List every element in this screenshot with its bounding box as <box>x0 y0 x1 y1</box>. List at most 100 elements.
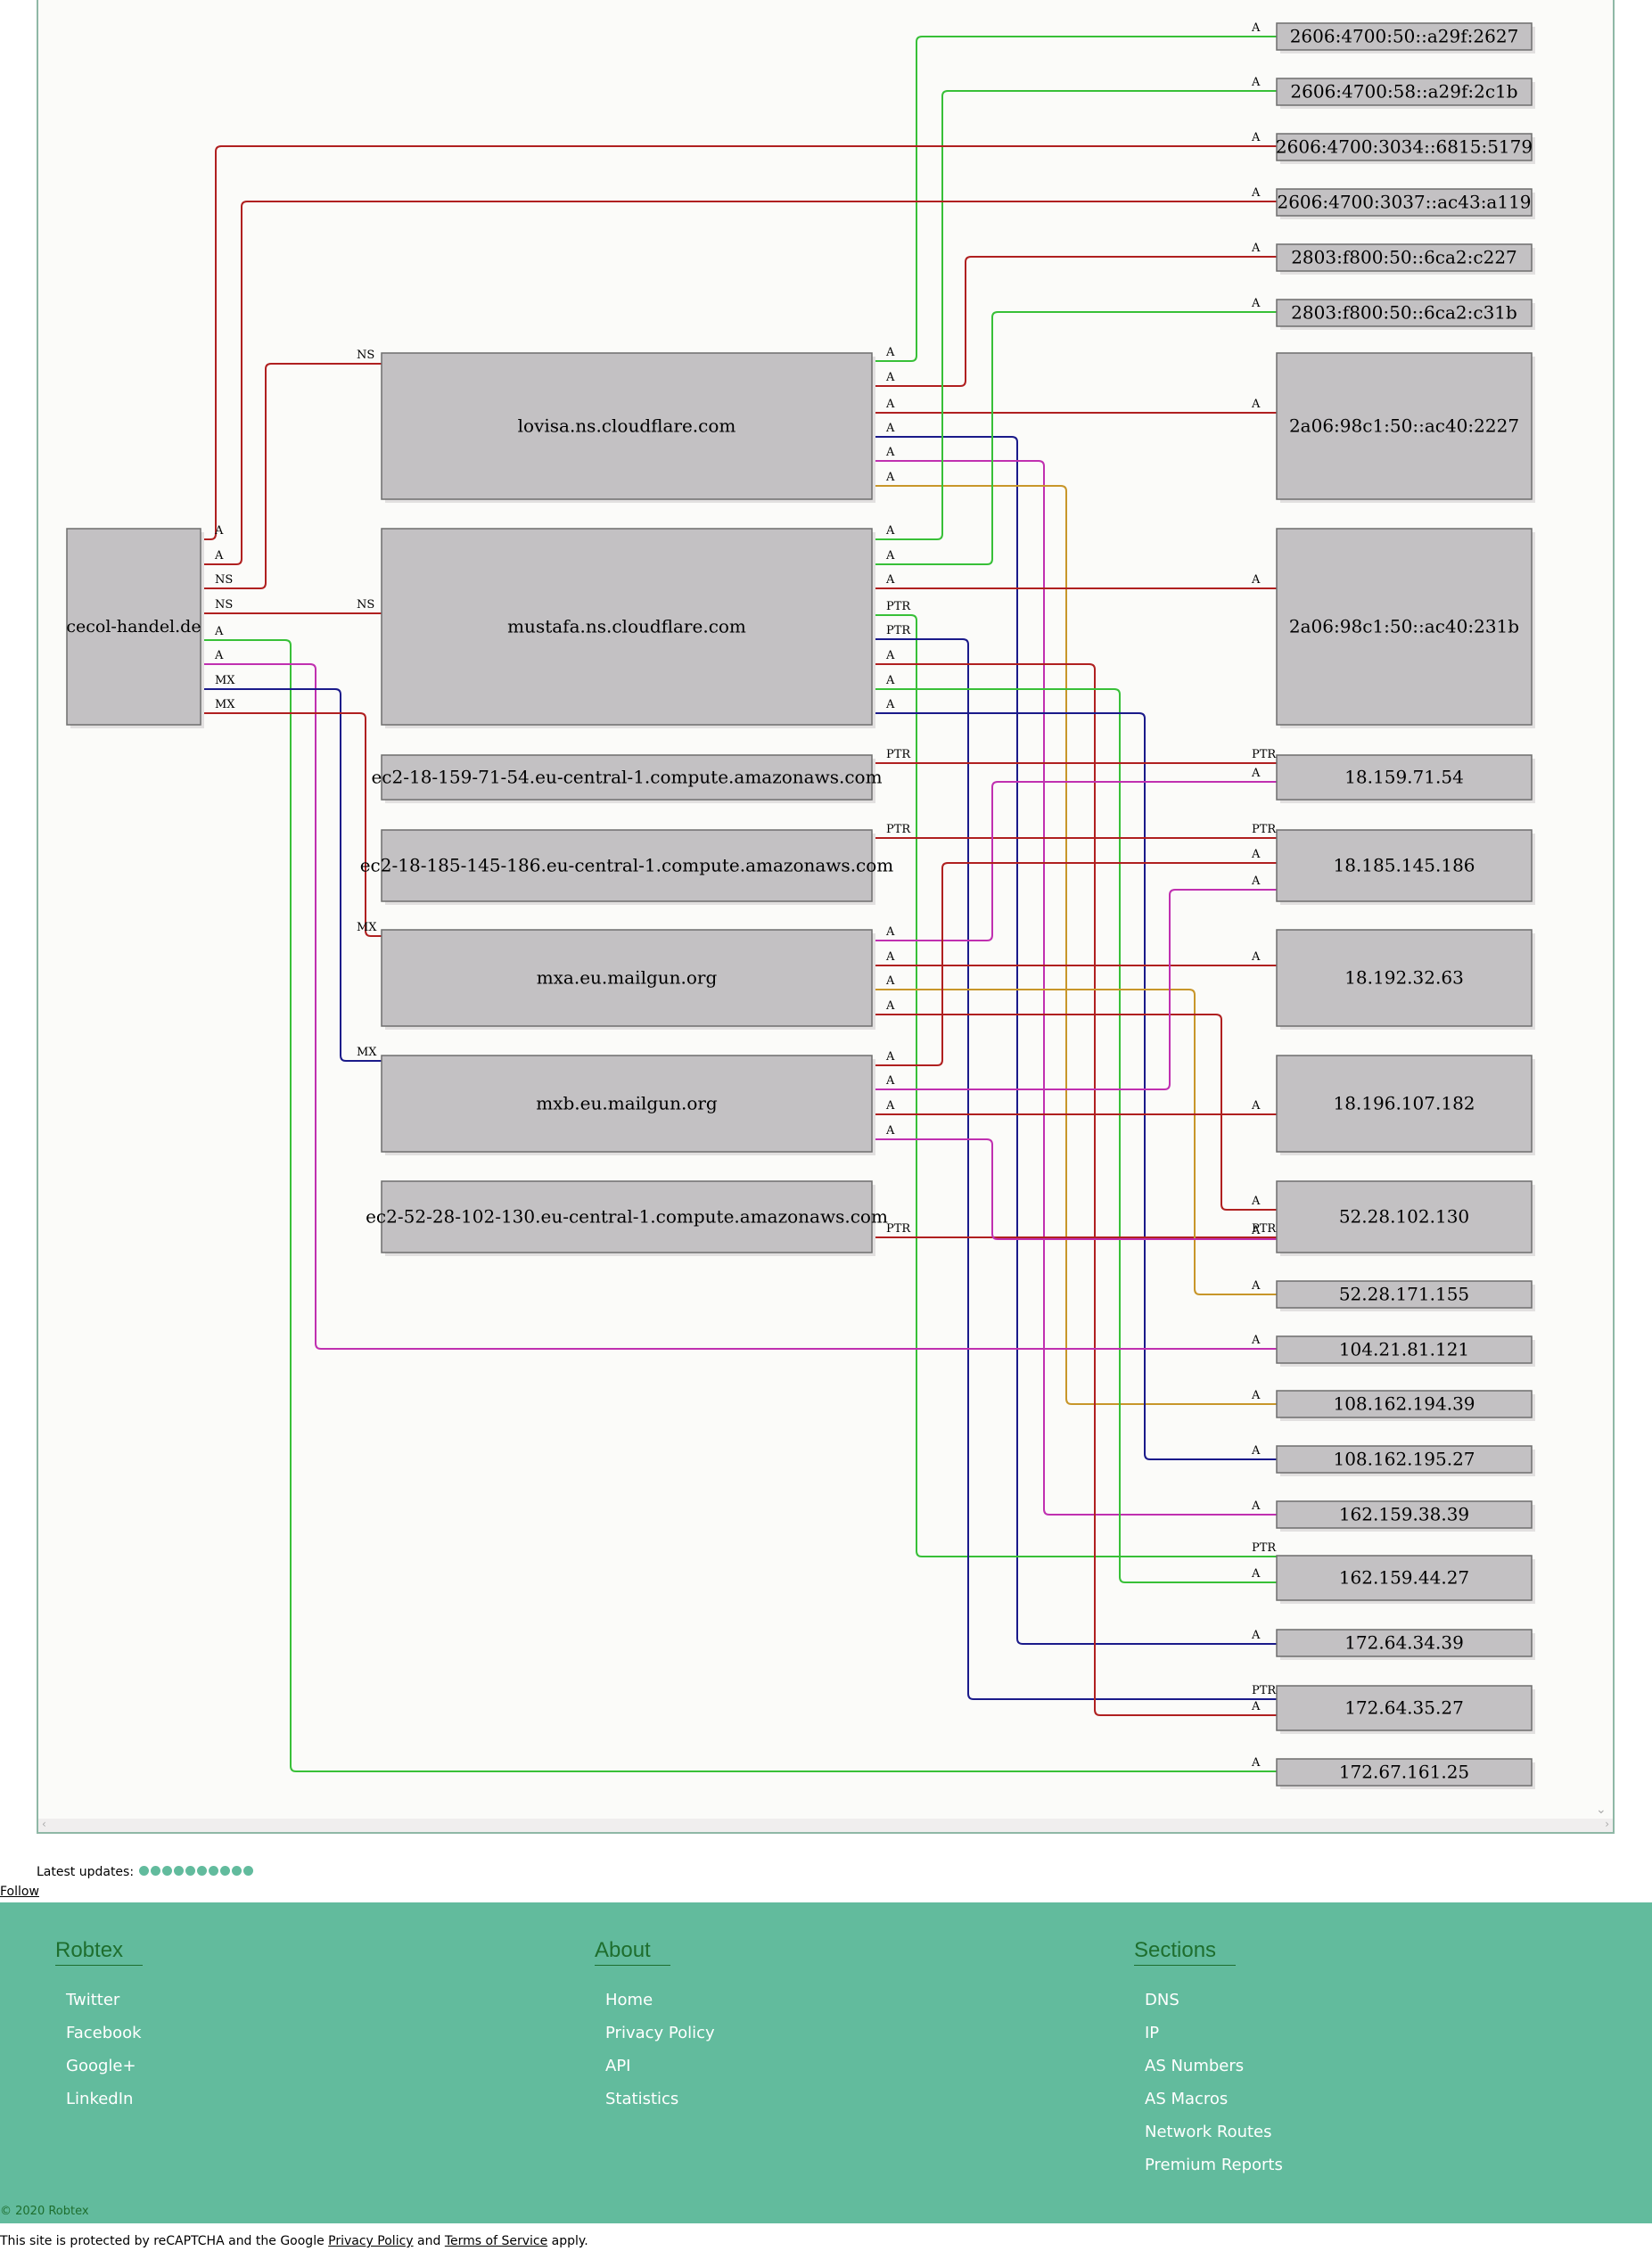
footer-link-api[interactable]: API <box>605 2057 631 2075</box>
update-dots[interactable] <box>139 1865 255 1879</box>
update-dot[interactable] <box>197 1866 208 1876</box>
recaptcha-and: and <box>417 2234 441 2248</box>
graph-node-ip4-5[interactable]: 52.28.102.130 <box>1276 1180 1535 1256</box>
graph-node-mxa[interactable]: mxa.eu.mailgun.org <box>381 929 875 1030</box>
graph-node-ip4-14[interactable]: 172.67.161.25 <box>1276 1758 1535 1789</box>
edge-label: PTR <box>1252 748 1277 761</box>
edge-label: A <box>1251 1334 1261 1347</box>
update-dot[interactable] <box>243 1866 254 1876</box>
footer-link-as-numbers[interactable]: AS Numbers <box>1145 2057 1245 2075</box>
follow-link[interactable]: Follow <box>0 1885 39 1899</box>
recaptcha-privacy-link[interactable]: Privacy Policy <box>328 2234 414 2248</box>
recaptcha-terms-link[interactable]: Terms of Service <box>444 2234 548 2248</box>
edge-label: A <box>1251 1195 1261 1208</box>
graph-node-ip6-2[interactable]: 2606:4700:58::a29f:2c1b <box>1276 78 1535 109</box>
graph-node-ip4-13[interactable]: 172.64.35.27 <box>1276 1685 1535 1734</box>
graph-edge <box>872 460 1277 1516</box>
graph-edge <box>201 201 1277 565</box>
update-dot[interactable] <box>220 1866 231 1876</box>
scroll-down-icon[interactable]: ⌄ <box>1596 1803 1607 1817</box>
update-dot[interactable] <box>232 1866 242 1876</box>
graph-node-ip4-3[interactable]: 18.192.32.63 <box>1276 929 1535 1030</box>
graph-node-ec2-18-185[interactable]: ec2-18-185-145-186.eu-central-1.compute.… <box>360 829 894 905</box>
graph-node-ip4-8[interactable]: 108.162.194.39 <box>1276 1390 1535 1421</box>
update-dot[interactable] <box>209 1866 219 1876</box>
graph-node-ip4-6[interactable]: 52.28.171.155 <box>1276 1280 1535 1311</box>
graph-node-ip4-9[interactable]: 108.162.195.27 <box>1276 1445 1535 1476</box>
edge-label: A <box>1251 1224 1261 1237</box>
footer-link-ip[interactable]: IP <box>1145 2024 1160 2042</box>
edge-label: A <box>1251 76 1261 89</box>
svg-text:172.67.161.25: 172.67.161.25 <box>1339 1762 1469 1783</box>
footer-link-premium-reports[interactable]: Premium Reports <box>1145 2156 1283 2174</box>
scroll-right-icon[interactable]: › <box>1605 1818 1609 1830</box>
footer-link-linkedin[interactable]: LinkedIn <box>66 2090 134 2108</box>
svg-text:18.196.107.182: 18.196.107.182 <box>1333 1093 1475 1114</box>
horizontal-scrollbar[interactable]: ‹ › <box>38 1818 1613 1832</box>
edge-label: PTR <box>886 748 911 761</box>
graph-node-ip6-7[interactable]: 2a06:98c1:50::ac40:2227 <box>1276 352 1535 503</box>
edge-label: A <box>885 925 895 939</box>
edge-label: A <box>1251 875 1261 888</box>
svg-text:18.185.145.186: 18.185.145.186 <box>1333 855 1475 876</box>
footer-link-as-macros[interactable]: AS Macros <box>1145 2090 1229 2108</box>
graph-node-ec2-52-28[interactable]: ec2-52-28-102-130.eu-central-1.compute.a… <box>366 1180 888 1256</box>
graph-edge <box>872 663 1277 1716</box>
update-dot[interactable] <box>162 1866 173 1876</box>
latest-updates: Latest updates: <box>37 1865 255 1879</box>
edge-label: MX <box>215 698 235 711</box>
graph-node-ip6-1[interactable]: 2606:4700:50::a29f:2627 <box>1276 22 1535 53</box>
footer-link-privacy-policy[interactable]: Privacy Policy <box>605 2024 715 2042</box>
footer-link-dns[interactable]: DNS <box>1145 1991 1179 2009</box>
graph-node-mxb[interactable]: mxb.eu.mailgun.org <box>381 1055 875 1155</box>
footer-link-facebook[interactable]: Facebook <box>66 2024 142 2042</box>
footer-link-statistics[interactable]: Statistics <box>605 2090 679 2108</box>
edge-label: A <box>1251 1499 1261 1513</box>
svg-text:ec2-18-159-71-54.eu-central-1.: ec2-18-159-71-54.eu-central-1.compute.am… <box>371 767 882 788</box>
graph-node-ip6-8[interactable]: 2a06:98c1:50::ac40:231b <box>1276 528 1535 728</box>
footer-link-twitter[interactable]: Twitter <box>66 1991 120 2009</box>
svg-text:162.159.38.39: 162.159.38.39 <box>1339 1504 1469 1525</box>
graph-node-cecol[interactable]: cecol-handel.de <box>66 528 204 728</box>
graph-edge <box>872 485 1277 1405</box>
edge-label: MX <box>357 921 377 934</box>
edge-label: A <box>1251 1444 1261 1458</box>
graph-node-ip4-1[interactable]: 18.159.71.54 <box>1276 754 1535 803</box>
footer-link-network-routes[interactable]: Network Routes <box>1145 2123 1272 2141</box>
graph-edge <box>872 311 1277 565</box>
dns-graph: cecol-handel.de lovisa.ns.cloudflare.com m… <box>66 21 1535 1789</box>
edge-label: PTR <box>886 624 911 637</box>
graph-node-ip4-11[interactable]: 162.159.44.27 <box>1276 1555 1535 1604</box>
latest-updates-label: Latest updates: <box>37 1865 135 1879</box>
graph-node-ip4-7[interactable]: 104.21.81.121 <box>1276 1335 1535 1367</box>
scroll-left-icon[interactable]: ‹ <box>42 1818 46 1830</box>
graph-node-ip6-6[interactable]: 2803:f800:50::6ca2:c31b <box>1276 299 1535 330</box>
footer-link-googleplus[interactable]: Google+ <box>66 2057 136 2075</box>
graph-node-mustafa[interactable]: mustafa.ns.cloudflare.com <box>381 528 875 728</box>
graph-node-lovisa[interactable]: lovisa.ns.cloudflare.com <box>381 352 875 503</box>
footer-about-title: About <box>595 1938 670 1966</box>
graph-node-ip6-5[interactable]: 2803:f800:50::6ca2:c227 <box>1276 243 1535 275</box>
graph-node-ip6-3[interactable]: 2606:4700:3034::6815:5179 <box>1276 133 1535 164</box>
edge-label: PTR <box>886 1222 911 1236</box>
update-dot[interactable] <box>185 1866 196 1876</box>
footer-robtex-title: Robtex <box>55 1938 144 1966</box>
edge-label: A <box>1251 848 1261 861</box>
svg-text:108.162.195.27: 108.162.195.27 <box>1333 1449 1475 1470</box>
graph-node-ip4-4[interactable]: 18.196.107.182 <box>1276 1055 1535 1155</box>
edge-label: A <box>885 950 895 964</box>
graph-node-ip6-4[interactable]: 2606:4700:3037::ac43:a119 <box>1276 188 1535 219</box>
graph-node-ip4-12[interactable]: 172.64.34.39 <box>1276 1629 1535 1660</box>
recaptcha-notice: This site is protected by reCAPTCHA and … <box>0 2234 588 2248</box>
update-dot[interactable] <box>174 1866 185 1876</box>
edge-label: A <box>1251 21 1261 35</box>
graph-node-ip4-10[interactable]: 162.159.38.39 <box>1276 1500 1535 1532</box>
update-dot[interactable] <box>151 1866 161 1876</box>
graph-edge <box>872 614 1277 1557</box>
update-dot[interactable] <box>139 1866 150 1876</box>
graph-edge <box>201 145 1277 540</box>
copyright: © 2020 Robtex <box>0 2205 89 2218</box>
graph-node-ip4-2[interactable]: 18.185.145.186 <box>1276 829 1535 905</box>
graph-node-ec2-18-159[interactable]: ec2-18-159-71-54.eu-central-1.compute.am… <box>371 754 883 803</box>
footer-link-home[interactable]: Home <box>605 1991 653 2009</box>
